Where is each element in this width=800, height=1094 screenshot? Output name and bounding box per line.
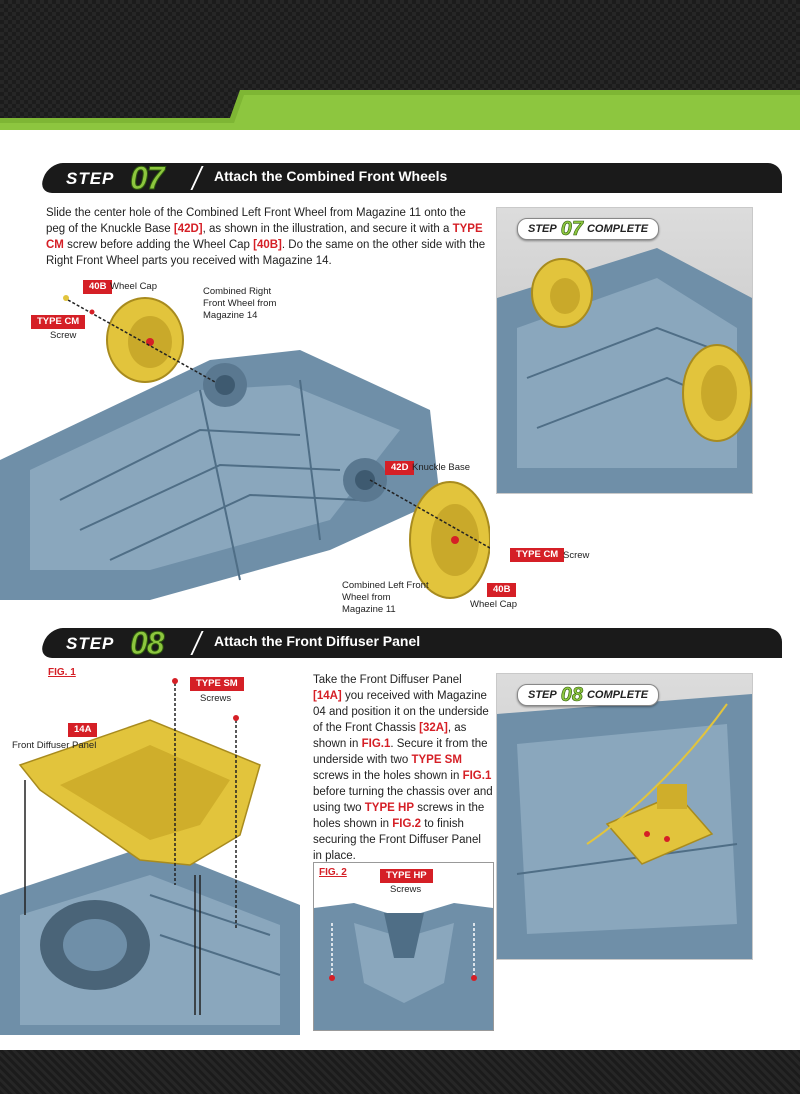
complete-07-front-wheel [531, 258, 593, 328]
tag-type-cm-top: TYPE CM [31, 315, 86, 329]
label-wheel-cap-bottom: Wheel Cap [470, 599, 517, 610]
tag-type-cm-bottom: TYPE CM [510, 548, 565, 562]
step-07-title: Attach the Combined Front Wheels [214, 168, 448, 184]
fig-2-label: FIG. 2 [319, 867, 347, 878]
step-07-complete-badge: STEP 07 COMPLETE [517, 217, 660, 240]
fig-2-panel [313, 862, 494, 1031]
label-screws-sm: Screws [200, 693, 232, 704]
step-08-header: STEP 08 Attach the Front Diffuser Panel [38, 625, 782, 662]
label-left-front-wheel: Combined Left Front Wheel from Magazine … [342, 580, 429, 615]
page-footer-bar [0, 1050, 800, 1094]
tag-type-hp: TYPE HP [380, 869, 433, 883]
step-07-header: STEP 07 Attach the Combined Front Wheels [38, 160, 782, 197]
tag-type-sm: TYPE SM [190, 677, 244, 691]
step-07-instructions: Slide the center hole of the Combined Le… [46, 207, 486, 267]
tag-14a: 14A [68, 723, 98, 737]
tag-40b-bottom: 40B [487, 583, 517, 597]
page-header-banner [0, 0, 800, 130]
electronics-board [605, 784, 714, 865]
step-08-title: Attach the Front Diffuser Panel [214, 633, 421, 649]
step-08-instructions: Take the Front Diffuser Panel [14A] you … [313, 674, 493, 862]
label-front-diffuser-panel: Front Diffuser Panel [12, 740, 97, 751]
label-screw-top: Screw [50, 330, 77, 341]
step-07-complete-panel: STEP 07 COMPLETE [496, 207, 753, 494]
label-screws-hp: Screws [390, 884, 422, 895]
step-07-illustration [0, 295, 490, 600]
label-screw-bottom: Screw [563, 550, 590, 561]
step-08-number: 08 [130, 625, 166, 662]
label-knuckle-base: Knuckle Base [412, 462, 471, 473]
fig-1-illustration [0, 678, 300, 1035]
step-07-word: STEP [66, 169, 115, 188]
tag-40b-top: 40B [83, 280, 113, 294]
step-08-complete-panel: STEP 08 COMPLETE [496, 673, 753, 960]
label-wheel-cap-top: Wheel Cap [110, 281, 157, 292]
complete-07-rear-wheel [682, 344, 752, 442]
label-right-front-wheel: Combined Right Front Wheel from Magazine… [203, 286, 277, 321]
front-diffuser-panel-part [18, 719, 261, 866]
right-front-wheel [106, 297, 184, 383]
step-07-number: 07 [130, 160, 166, 197]
step-08-word: STEP [66, 634, 115, 653]
fig-1-label: FIG. 1 [48, 667, 76, 678]
tag-42d: 42D [385, 461, 415, 475]
step-08-complete-badge: STEP 08 COMPLETE [517, 683, 660, 706]
left-front-wheel [409, 481, 490, 599]
